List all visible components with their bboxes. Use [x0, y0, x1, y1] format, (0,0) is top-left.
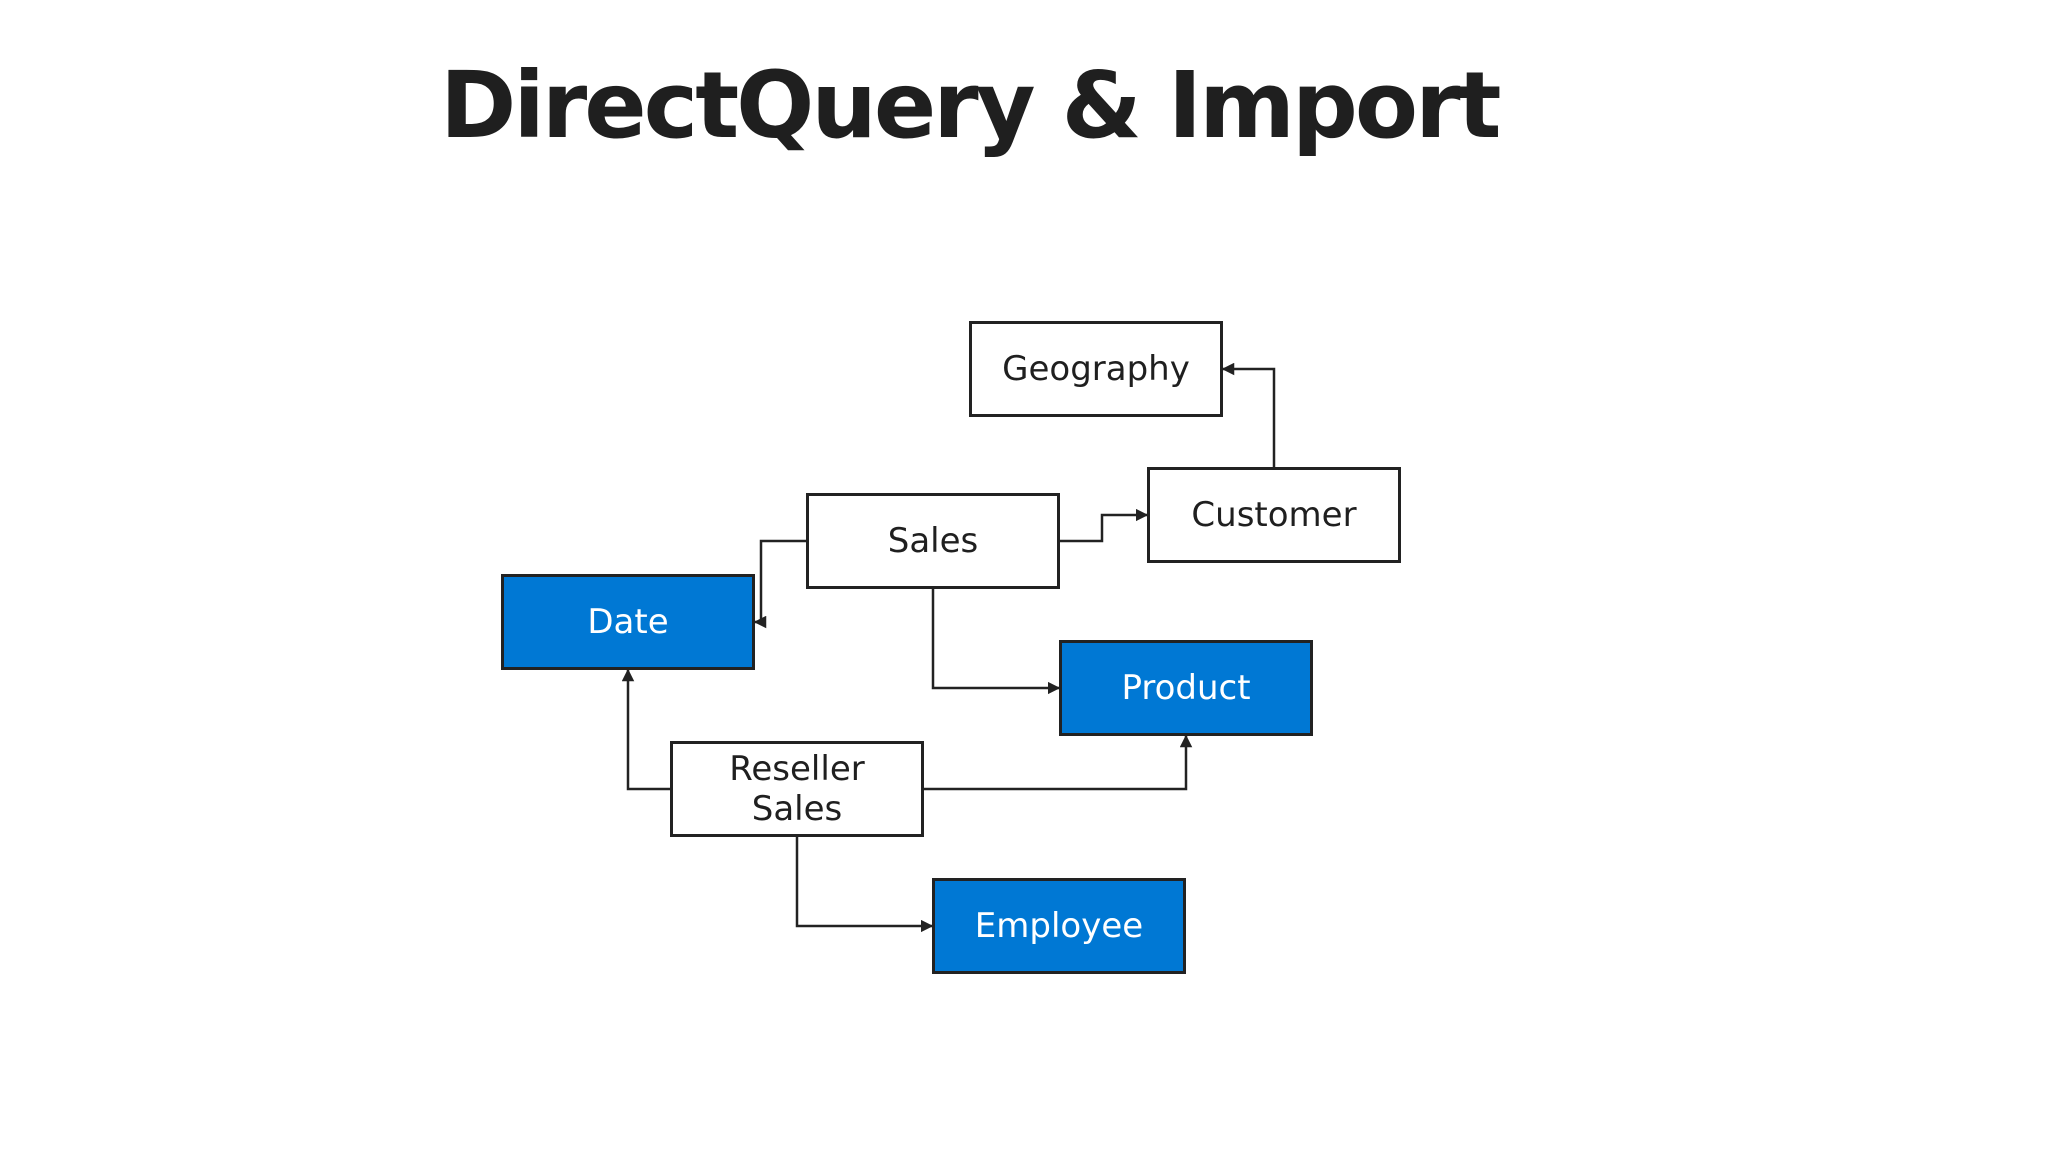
table-geography-label: Geography [1002, 349, 1190, 389]
table-reseller-sales: Reseller Sales [670, 741, 924, 837]
relationship-reseller-sales-to-date [621, 668, 670, 791]
table-customer-label: Customer [1191, 495, 1357, 535]
table-geography: Geography [969, 321, 1223, 417]
table-employee-label: Employee [974, 906, 1144, 946]
table-date-label: Date [587, 602, 669, 642]
table-reseller-sales-label: Reseller Sales [729, 749, 865, 829]
relationship-reseller-sales-to-employee [795, 837, 934, 933]
relationship-sales-to-product [931, 589, 1061, 695]
relationship-reseller-sales-to-product [924, 734, 1193, 791]
table-employee: Employee [932, 878, 1186, 974]
slide-title: DirectQuery & Import [440, 52, 1501, 159]
table-product: Product [1059, 640, 1313, 736]
table-sales-label: Sales [887, 521, 979, 561]
relationship-sales-to-customer [1060, 508, 1149, 543]
relationship-sales-to-date [753, 539, 806, 629]
table-sales: Sales [806, 493, 1060, 589]
table-product-label: Product [1121, 668, 1251, 708]
table-date: Date [501, 574, 755, 670]
relationship-customer-to-geography [1221, 362, 1276, 467]
table-customer: Customer [1147, 467, 1401, 563]
